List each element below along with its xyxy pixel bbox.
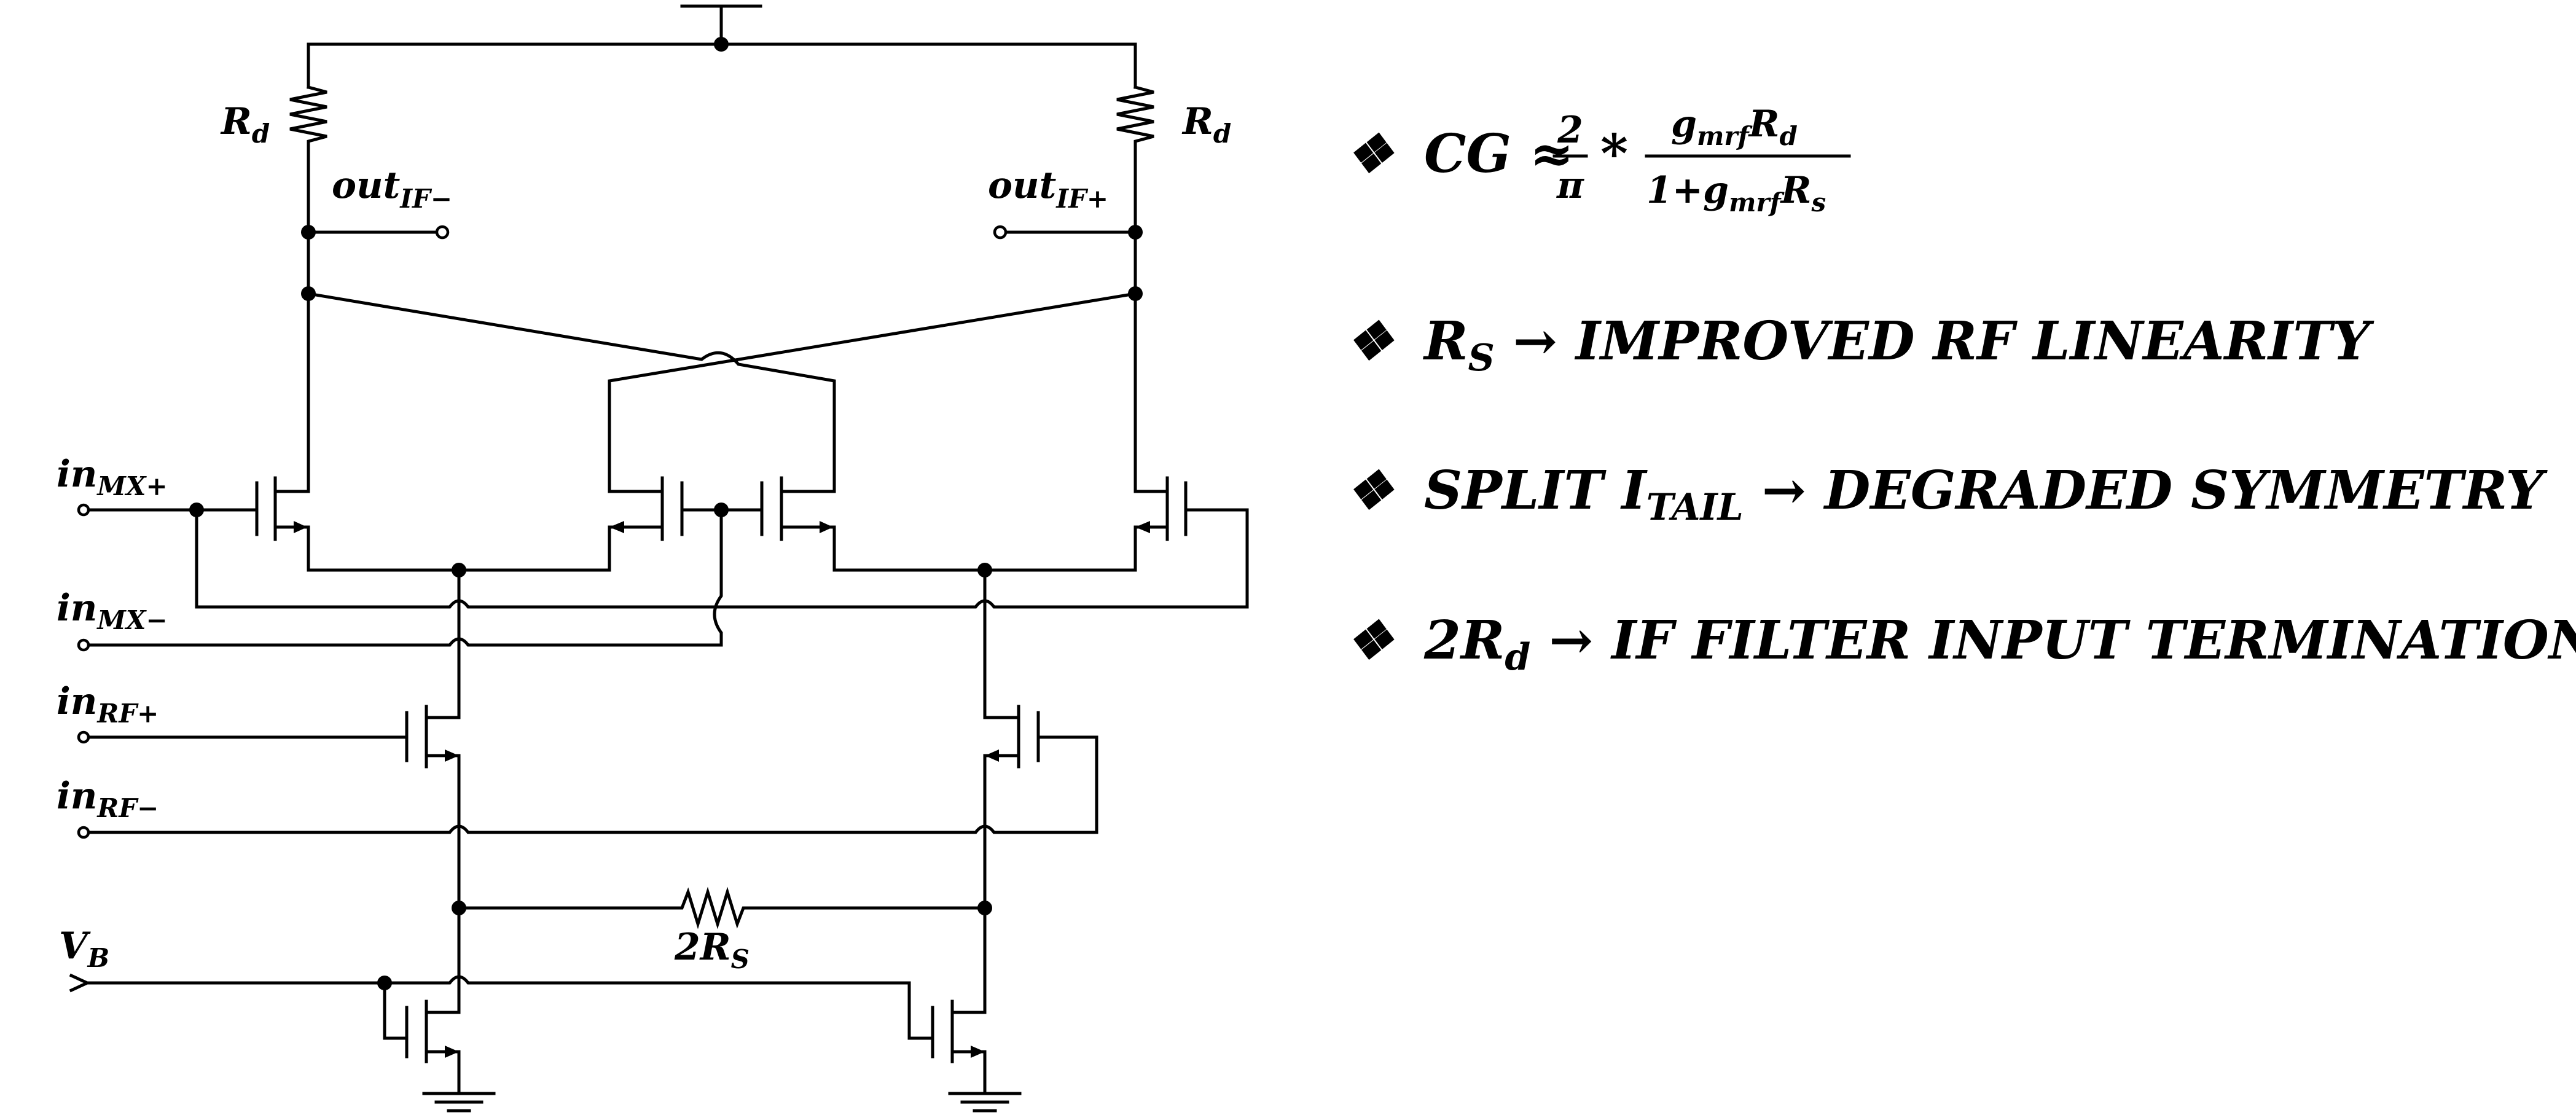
- rf-input-plus: [77, 730, 409, 744]
- bias-wiring: [69, 973, 911, 1040]
- bullet-symbol-3: ❖: [1345, 460, 1395, 522]
- lo-minus-wiring: [77, 508, 723, 652]
- transistor-tail-left: [383, 906, 496, 1113]
- bullet-symbol-1: ❖: [1345, 123, 1395, 185]
- transistor-q2: [608, 476, 684, 572]
- output-plus-port: [993, 225, 1143, 240]
- resistor-rd-left: [289, 85, 327, 234]
- label-in-rf-minus: inRF−: [57, 775, 159, 823]
- transistor-tail-right: [907, 906, 1022, 1113]
- resistor-rd-right: [1116, 85, 1154, 234]
- frac-2-numerator: 2: [1557, 109, 1583, 152]
- label-in-rf-plus: inRF+: [57, 680, 159, 729]
- cross-coupling-wires: [301, 230, 1143, 493]
- frac-pi-denominator: π: [1556, 164, 1584, 207]
- transistor-rf-left: [405, 568, 461, 769]
- bullet-3-text: SPLIT ITAIL → DEGRADED SYMMETRY: [1424, 460, 2548, 529]
- label-in-mx-plus: inMX+: [57, 453, 168, 501]
- lo-plus-wiring: [77, 503, 1249, 609]
- transistor-q4: [1133, 476, 1188, 572]
- bullet-4-text: 2Rd → IF FILTER INPUT TERMINATION*: [1423, 609, 2576, 679]
- bullet-2rd-termination: ❖ 2Rd → IF FILTER INPUT TERMINATION*: [1345, 609, 2576, 679]
- times-symbol: *: [1600, 123, 1628, 185]
- label-2rs: 2RS: [674, 926, 750, 974]
- bullet-split-itail: ❖ SPLIT ITAIL → DEGRADED SYMMETRY: [1345, 460, 2548, 529]
- label-out-if-plus: outIF+: [988, 164, 1108, 214]
- label-out-if-minus: outIF−: [332, 164, 452, 214]
- transistor-q1: [255, 476, 310, 572]
- gain-numerator: gmrfRd: [1671, 103, 1798, 151]
- label-rd-left: Rd: [220, 100, 270, 149]
- output-minus-port: [301, 225, 450, 240]
- label-vb: VB: [59, 925, 109, 973]
- cg-lhs: CG ≈: [1424, 123, 1574, 185]
- rf-input-minus: [77, 824, 1098, 839]
- bullet-2-text: RS → IMPROVED RF LINEARITY: [1422, 310, 2374, 380]
- label-in-mx-minus: inMX−: [57, 587, 168, 635]
- transistor-q3: [760, 476, 836, 572]
- degeneration-wiring: [452, 754, 992, 929]
- bullet-symbol-4: ❖: [1345, 609, 1395, 671]
- transistor-rf-right: [983, 568, 1098, 834]
- supply-rail: [307, 4, 1137, 89]
- gain-denominator: 1+gmrfRs: [1646, 169, 1826, 217]
- bullet-conversion-gain: ❖ CG ≈ 2 π * gmrfRd 1+gmrfRs: [1345, 103, 1851, 217]
- bullet-symbol-2: ❖: [1345, 310, 1395, 372]
- bullet-rs-linearity: ❖ RS → IMPROVED RF LINEARITY: [1345, 310, 2374, 380]
- label-rd-right: Rd: [1181, 100, 1231, 149]
